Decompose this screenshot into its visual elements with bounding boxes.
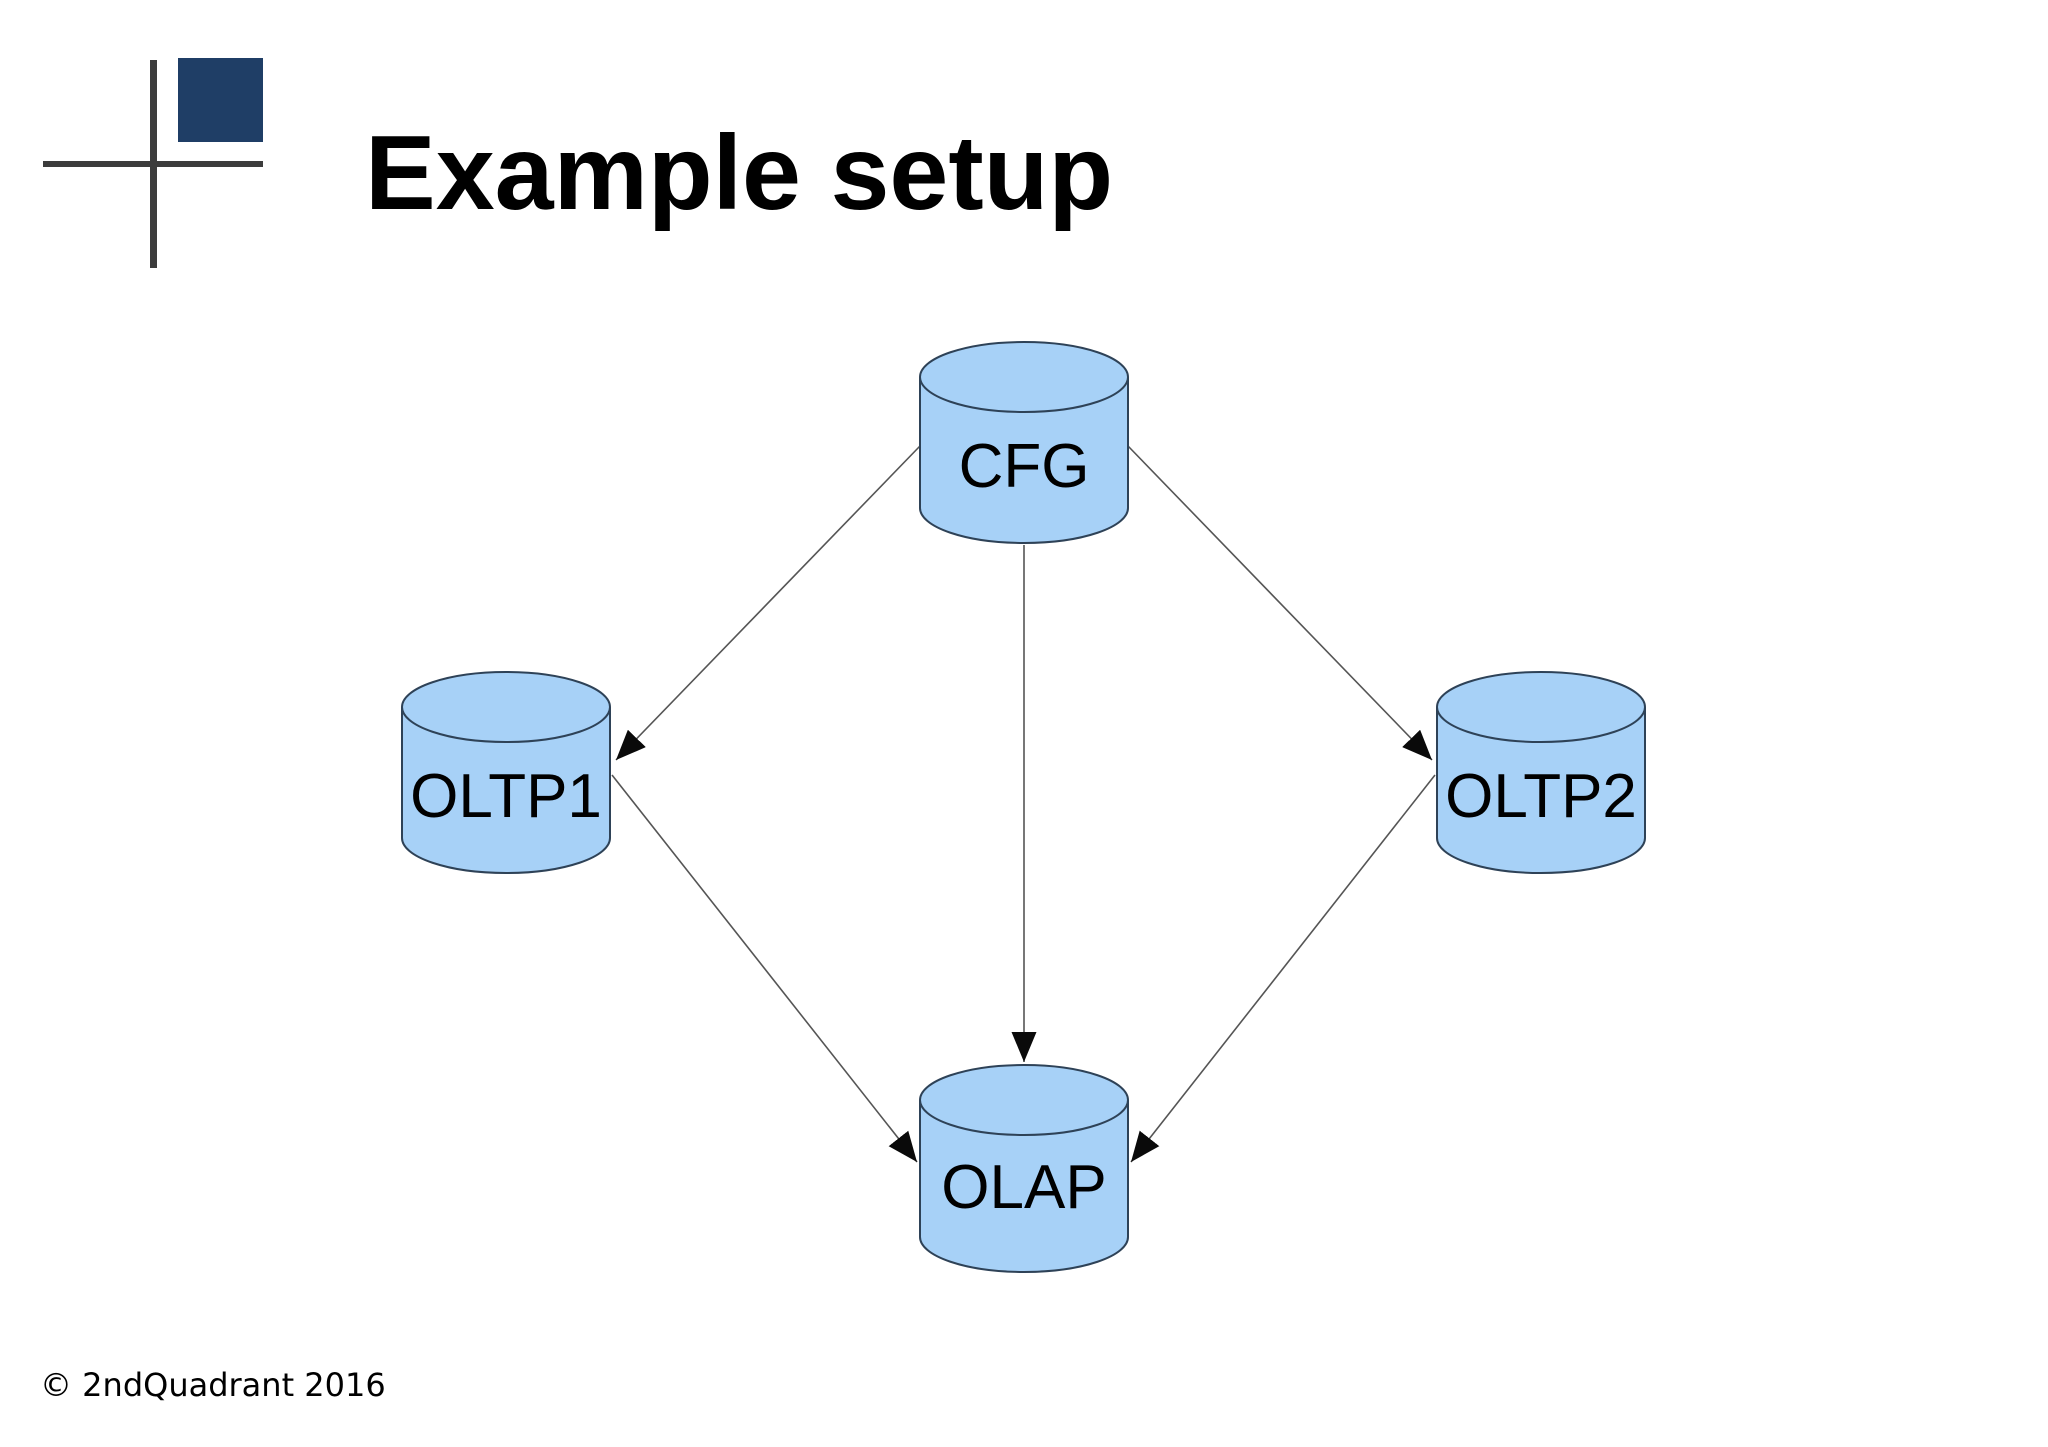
cylinder-body: [919, 1100, 1129, 1273]
cylinder-body: [919, 377, 1129, 544]
db-node-olap: OLAP: [919, 1064, 1129, 1273]
cylinder-top: [919, 341, 1129, 413]
node-label-cfg: CFG: [959, 432, 1090, 501]
cylinder-top: [401, 671, 611, 743]
logo-crosshair-horizontal-line: [43, 161, 263, 167]
db-node-cfg: CFG: [919, 341, 1129, 544]
cylinder-top: [919, 1064, 1129, 1136]
page-title: Example setup: [365, 114, 1114, 232]
node-label-olap: OLAP: [941, 1153, 1106, 1222]
edge-oltp2-to-olap: [1130, 774, 1436, 1163]
cylinder-body: [401, 707, 611, 874]
cylinder-body: [1436, 707, 1646, 874]
db-node-oltp2: OLTP2: [1436, 671, 1646, 874]
edge-cfg-to-oltp2: [1127, 445, 1433, 761]
db-node-oltp1: OLTP1: [401, 671, 611, 874]
logo-square: [178, 58, 263, 142]
cylinder-top: [1436, 671, 1646, 743]
diagram-edges: [611, 445, 1436, 1163]
footer-copyright: © 2ndQuadrant 2016: [40, 1366, 386, 1404]
node-label-oltp2: OLTP2: [1445, 762, 1637, 831]
edge-cfg-to-oltp1: [615, 445, 921, 761]
node-label-oltp1: OLTP1: [410, 762, 602, 831]
edge-oltp1-to-olap: [611, 774, 918, 1163]
company-logo: [43, 58, 263, 268]
